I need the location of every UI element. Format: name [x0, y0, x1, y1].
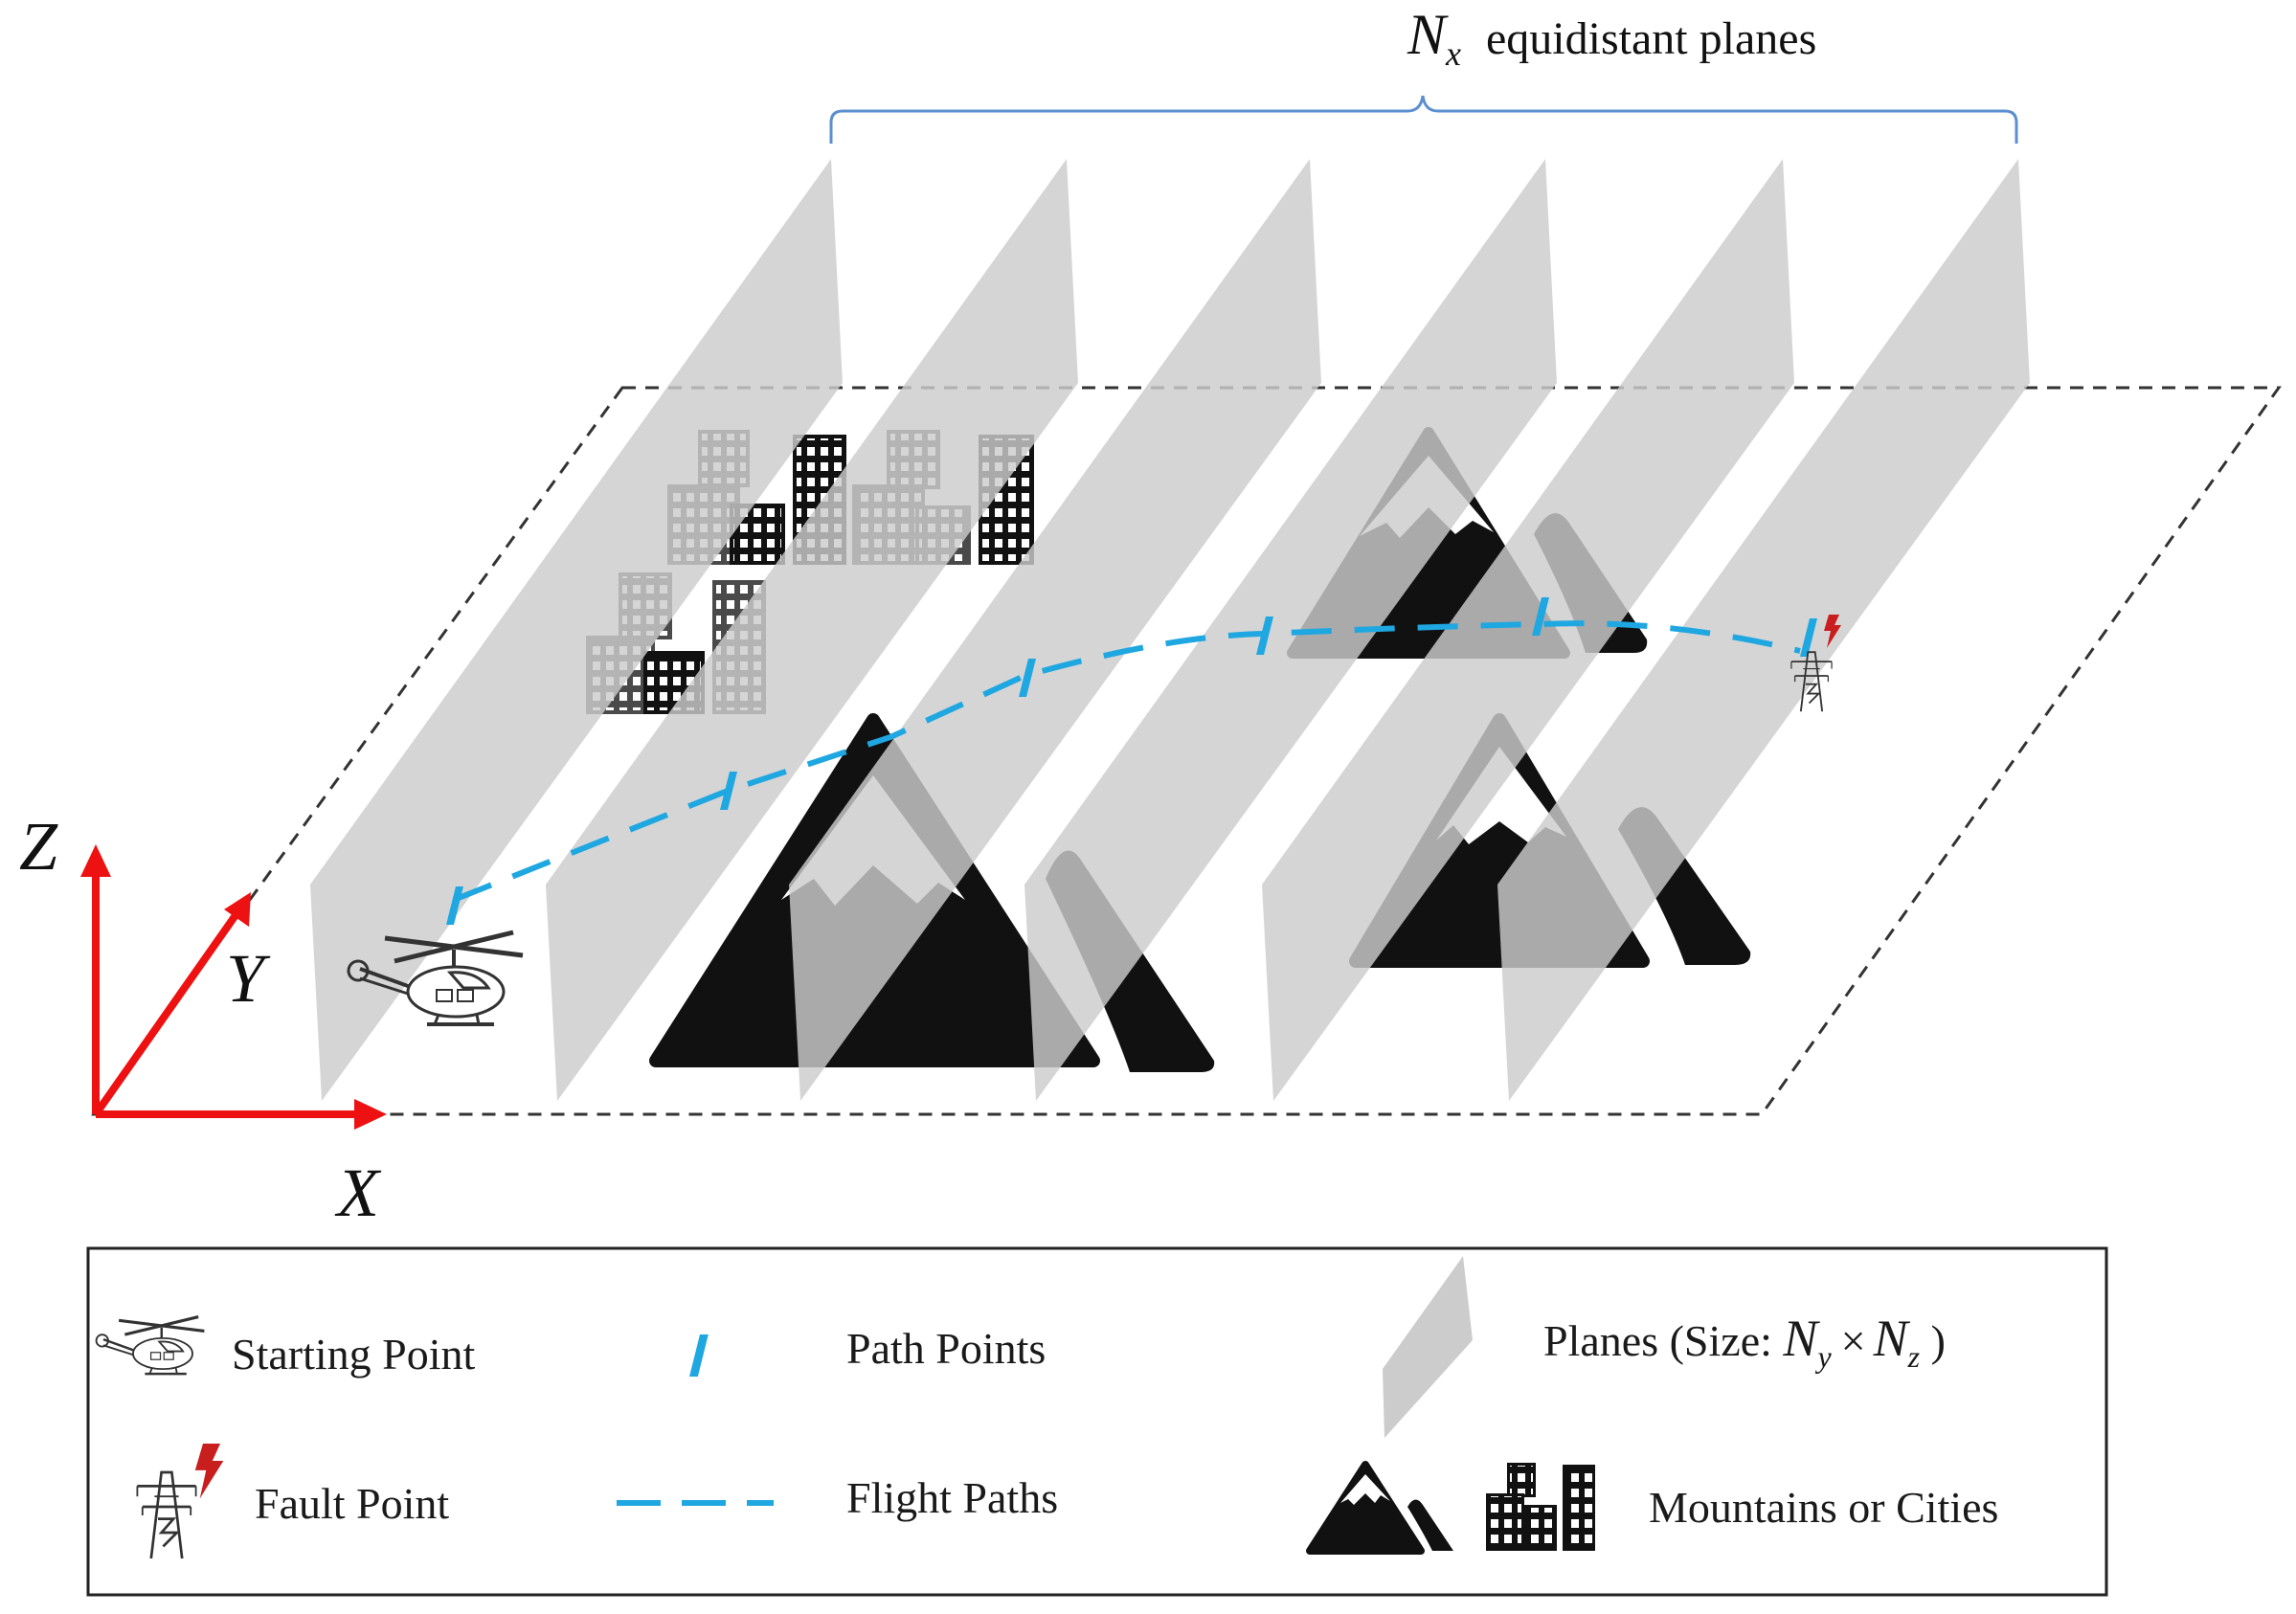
header: Nx equidistant planes — [829, 3, 2018, 144]
coordinate-axes: Z Y X — [19, 808, 387, 1231]
flight-path — [452, 620, 1801, 903]
legend-mountains-cities: Mountains or Cities — [1649, 1483, 1998, 1532]
ny-subscript: y — [1814, 1339, 1832, 1374]
legend-box — [86, 1246, 2108, 1597]
plane-4 — [1024, 159, 1557, 1101]
ny-symbol: N — [1782, 1310, 1820, 1367]
legend-flight-paths: Flight Paths — [846, 1473, 1058, 1522]
plane-3 — [789, 159, 1321, 1101]
legend-planes-prefix: Planes (Size: — [1543, 1316, 1783, 1365]
plane-5 — [1262, 159, 1794, 1101]
nx-symbol: N — [1407, 3, 1449, 66]
axis-x-label: X — [334, 1154, 382, 1231]
axis-z-label: Z — [19, 808, 58, 885]
plane-1 — [310, 159, 843, 1101]
legend-fault-point: Fault Point — [255, 1479, 449, 1528]
times-symbol: × — [1841, 1316, 1866, 1365]
equidistant-planes — [310, 159, 2030, 1101]
plane-2 — [546, 159, 1078, 1101]
plane-swatch — [1383, 1256, 1473, 1438]
planes-brace — [829, 95, 2018, 144]
svg-text:Planes (Size: Ny×Nz ): Planes (Size: Ny×Nz ) — [1543, 1310, 1946, 1374]
axis-y-label: Y — [226, 940, 271, 1017]
mountain-icon — [1306, 1461, 1453, 1555]
nz-symbol: N — [1873, 1310, 1911, 1367]
city-icon — [1486, 1463, 1595, 1551]
legend-path-points: Path Points — [846, 1324, 1046, 1373]
nx-label: equidistant planes — [1486, 13, 1816, 64]
svg-text:Nx: Nx — [1407, 3, 1461, 73]
nx-subscript: x — [1445, 34, 1461, 73]
legend-starting-point: Starting Point — [232, 1330, 476, 1379]
plane-6 — [1497, 159, 2030, 1101]
legend: Starting Point Fault Point Path Points F… — [86, 1246, 2108, 1597]
nz-subscript: z — [1907, 1339, 1921, 1374]
legend-planes-suffix: ) — [1920, 1316, 1946, 1365]
